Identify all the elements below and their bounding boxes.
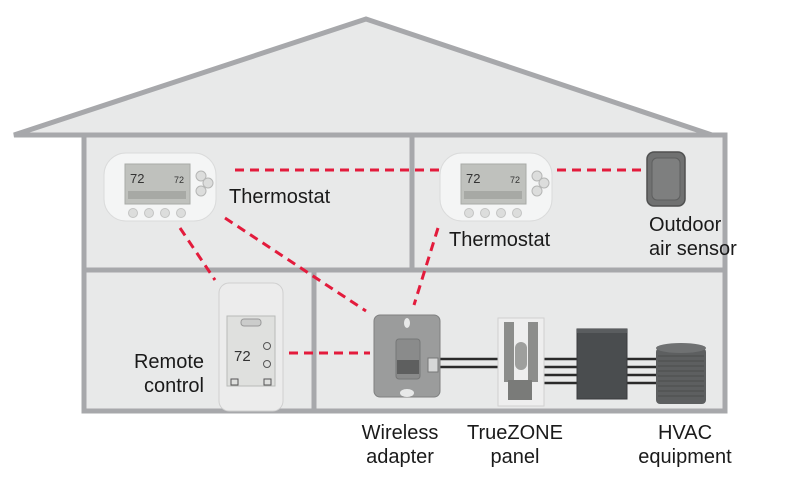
outdoor-sensor-icon (646, 151, 686, 207)
wireless-adapter-label-line1: Wireless (361, 422, 439, 444)
roof (13, 16, 713, 138)
thermostat-icon: 72 72 (103, 152, 217, 222)
truezone-panel-label-line1: TrueZONE (467, 422, 563, 444)
remote-control-label-line1: Remote (133, 351, 204, 373)
condenser-icon (656, 343, 706, 404)
outdoor-sensor-label-line2: air sensor (649, 238, 737, 260)
wireless-adapter-label-line2: adapter (366, 446, 434, 468)
zone-panel-icon (497, 317, 545, 407)
remote-control-label: Remote control (122, 350, 204, 398)
truezone-panel-label: TrueZONE panel (455, 421, 575, 469)
outdoor-sensor-label: Outdoor air sensor (649, 213, 737, 261)
svg-text:72: 72 (234, 348, 251, 365)
svg-text:72: 72 (174, 175, 184, 185)
hvac-equipment-label: HVAC equipment (625, 421, 745, 469)
wired-links (440, 357, 658, 385)
wireless-links (178, 168, 648, 355)
outdoor-sensor-label-line1: Outdoor (649, 214, 722, 236)
remote-control-label-line2: control (143, 375, 204, 397)
wireless-adapter-icon (373, 314, 441, 398)
truezone-panel-label-line2: panel (490, 446, 540, 468)
link-thermostat1-remote (178, 227, 217, 281)
remote-control-icon: 72 (218, 282, 284, 412)
svg-text:72: 72 (466, 171, 480, 186)
link-thermostat2-adapter (412, 227, 440, 306)
svg-text:72: 72 (130, 171, 144, 186)
svg-text:72: 72 (510, 175, 520, 185)
thermostat-2-label: Thermostat (449, 229, 551, 251)
thermostat-icon: 72 72 (439, 152, 553, 222)
hvac-equipment-label-line2: equipment (638, 446, 732, 468)
furnace-icon (576, 328, 628, 400)
hvac-equipment-label-line1: HVAC (657, 422, 713, 444)
wireless-adapter-label: Wireless adapter (350, 421, 450, 469)
thermostat-1-label: Thermostat (229, 186, 331, 208)
link-thermostat1-adapter (224, 216, 367, 313)
